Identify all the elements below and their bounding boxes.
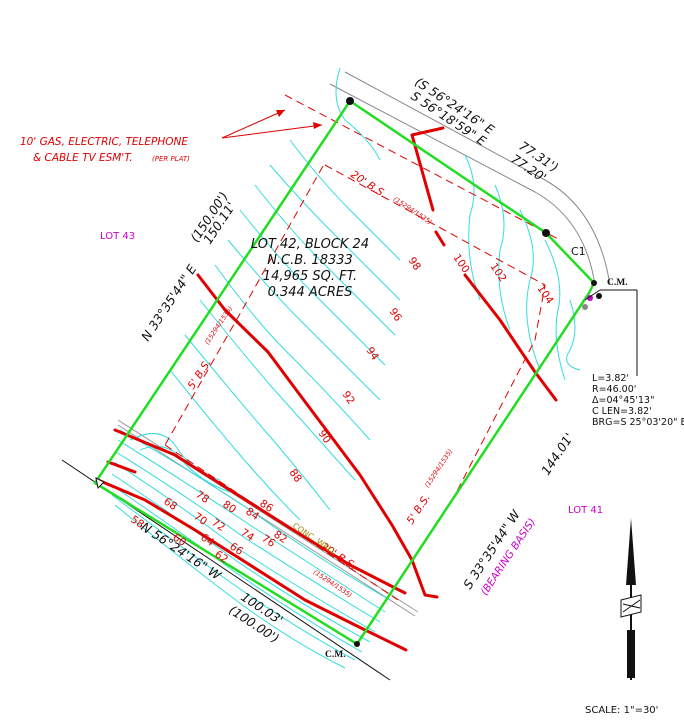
easement-line2: & CABLE TV ESM'T. xyxy=(33,152,133,164)
curve-label: C1 xyxy=(571,245,586,258)
left-setback-ref: (15294/1535) xyxy=(203,305,234,346)
right-setback-ref: (15294/1535) xyxy=(423,448,454,489)
top-setback-ref: (15294/1535) xyxy=(392,195,433,226)
left-setback-label: 5' B.S. xyxy=(186,357,215,392)
right-setback-label: 5' B.S. xyxy=(405,492,434,527)
scale-label: SCALE: 1"=30' xyxy=(585,705,658,716)
easement-leader xyxy=(221,109,323,139)
lot-43-label: LOT 43 xyxy=(100,231,135,242)
curve-chord-length: C LEN=3.82' xyxy=(592,406,652,417)
curve-delta: Δ=04°45'13" xyxy=(592,395,654,406)
contour-label-104: 104 xyxy=(535,283,556,307)
setback-lines xyxy=(164,94,561,601)
corner-points xyxy=(95,97,602,647)
curve-leader xyxy=(584,289,638,376)
contour-label-94: 94 xyxy=(364,345,382,363)
curve-length: L=3.82' xyxy=(592,373,629,384)
right-distance: 144.01' xyxy=(538,430,577,478)
lot-sqft: 14,965 SQ. FT. xyxy=(263,269,357,284)
left-bearing: N 33°35'44" E xyxy=(138,262,199,344)
top-setback-label: 20' B.S. xyxy=(348,169,388,201)
lot-41-label: LOT 41 xyxy=(568,505,603,516)
lot-ncb: N.C.B. 18333 xyxy=(267,253,353,268)
contour-label-72: 72 xyxy=(209,517,227,534)
contour-label-78: 78 xyxy=(193,489,211,506)
lot-acres: 0.344 ACRES xyxy=(268,285,353,300)
north-arrow-icon xyxy=(620,518,642,680)
cm-top-label: C.M. xyxy=(607,278,628,288)
lot-title: LOT 42, BLOCK 24 xyxy=(251,237,369,252)
cm-bottom-label: C.M. xyxy=(325,650,346,660)
easement-note: (PER PLAT) xyxy=(152,155,190,163)
contour-lines xyxy=(109,67,581,669)
contour-label-102: 102 xyxy=(488,261,509,284)
curve-radius: R=46.00' xyxy=(592,384,636,395)
contour-label-92: 92 xyxy=(340,389,357,407)
contour-label-88: 88 xyxy=(287,467,304,485)
fence-lines xyxy=(96,126,558,652)
contour-label-74: 74 xyxy=(238,527,256,545)
contour-label-98: 98 xyxy=(406,255,423,273)
road-lines xyxy=(329,71,611,286)
contour-label-96: 96 xyxy=(387,306,405,324)
contour-label-100: 100 xyxy=(451,252,472,275)
contour-label-90: 90 xyxy=(316,428,333,446)
easement-line1: 10' GAS, ELECTRIC, TELEPHONE xyxy=(20,136,188,148)
curve-bearing: BRG=S 25°03'20" E xyxy=(592,417,684,428)
